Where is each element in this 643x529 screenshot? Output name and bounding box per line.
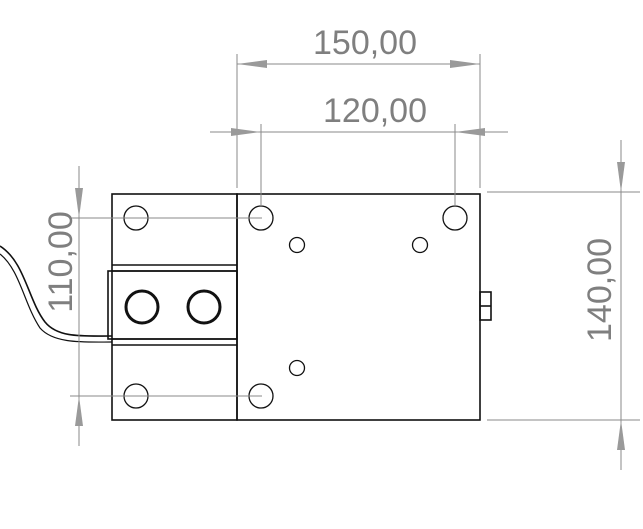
left-bracket xyxy=(111,193,238,421)
dimension-left-vertical: 110,00 xyxy=(42,166,262,446)
dimension-top-outer: 150,00 xyxy=(236,24,481,188)
plate-small-hole-1 xyxy=(288,236,306,254)
cable xyxy=(0,245,113,337)
dim-text-120: 120,00 xyxy=(323,92,427,130)
dim-text-110: 110,00 xyxy=(42,211,80,312)
plate-small-hole-2 xyxy=(411,236,429,254)
clamp-bolt-left xyxy=(124,289,160,325)
clamp-bolt-right xyxy=(186,289,222,325)
plate-hole-top-right xyxy=(442,205,468,231)
main-plate xyxy=(236,193,481,421)
dim-text-150: 150,00 xyxy=(313,24,417,62)
dim-text-140: 140,00 xyxy=(581,238,619,342)
dimension-top-inner: 120,00 xyxy=(210,92,508,206)
part-outline xyxy=(0,193,492,421)
plate-small-hole-3 xyxy=(288,359,306,377)
dimension-right-vertical: 140,00 xyxy=(487,140,640,470)
cable-inner xyxy=(0,253,113,343)
